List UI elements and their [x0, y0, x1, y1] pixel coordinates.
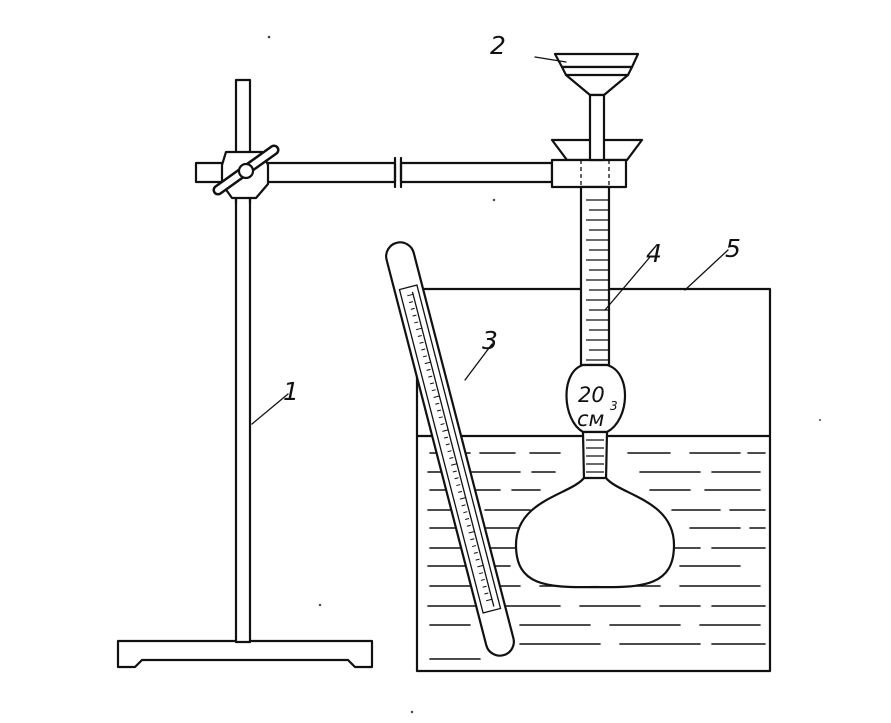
graduation-tick: [410, 307, 415, 310]
graduation-tick: [431, 389, 436, 392]
graduation-tick: [408, 301, 414, 304]
thermometer-graduations: [407, 293, 493, 602]
graduation-tick: [449, 456, 454, 459]
graduation-tick: [412, 314, 417, 317]
neck-graduations: [586, 199, 609, 361]
graduation-tick: [428, 375, 433, 378]
graduation-tick: [452, 470, 457, 473]
flask-volume: 20: [578, 383, 605, 407]
graduation-tick: [486, 598, 493, 602]
funnel-cone: [560, 65, 634, 97]
graduation-tick: [459, 497, 466, 500]
graduation-tick: [484, 592, 489, 595]
leader-lines: [251, 56, 729, 425]
graduation-tick: [442, 429, 449, 432]
flask-neck: [579, 185, 611, 367]
lab-stand: [116, 78, 554, 669]
graduation-tick: [482, 585, 487, 588]
graduation-tick: [440, 423, 445, 426]
flask-body: [514, 476, 676, 589]
thermometer-tube: [385, 241, 515, 657]
funnel-stem: [588, 93, 606, 162]
graduation-tick: [422, 355, 428, 358]
graduation-tick: [461, 504, 466, 507]
graduation-tick: [445, 443, 450, 446]
thermometer-scale: [398, 284, 502, 614]
flask-unit-power: 3: [610, 399, 618, 413]
graduation-tick: [470, 538, 475, 541]
graduation-tick: [419, 341, 424, 344]
clamp-screw: [212, 144, 280, 196]
graduation-tick: [429, 382, 435, 385]
graduation-tick: [457, 490, 463, 493]
label-pycnometer: 4: [646, 239, 662, 268]
label-thermometer: 3: [482, 326, 498, 355]
graduation-tick: [450, 463, 458, 466]
graduation-tick: [468, 531, 475, 534]
graduation-tick: [463, 511, 468, 514]
graduation-tick: [477, 564, 484, 568]
graduation-tick: [414, 321, 419, 324]
graduation-tick: [435, 402, 440, 405]
flask-holder-clamp: [550, 158, 628, 189]
graduation-tick: [454, 477, 459, 480]
label-funnel: 2: [490, 31, 506, 60]
graduation-tick: [447, 450, 452, 453]
label-bath: 5: [725, 234, 741, 263]
graduation-tick: [426, 368, 431, 371]
thermometer-capillary: [411, 291, 495, 607]
graduation-tick: [438, 416, 443, 419]
graduation-tick: [466, 524, 471, 527]
label-stand: 1: [283, 377, 299, 406]
flask-unit: см: [577, 407, 605, 431]
graduation-tick: [415, 327, 422, 331]
graduation-tick: [407, 293, 414, 297]
graduation-tick: [417, 334, 422, 337]
graduation-tick: [473, 551, 478, 554]
stand-rod: [234, 78, 252, 644]
funnel: [553, 52, 640, 162]
graduation-tick: [421, 348, 426, 351]
graduation-tick: [475, 558, 480, 561]
graduation-tick: [456, 484, 461, 487]
scan-specks: [267, 35, 821, 714]
lower-neck-graduations: [586, 439, 604, 473]
graduation-tick: [424, 361, 431, 365]
graduation-tick: [479, 572, 484, 575]
funnel-rim: [553, 52, 640, 69]
graduation-tick: [436, 409, 442, 412]
graduation-tick: [443, 436, 449, 439]
stand-base: [116, 639, 374, 669]
holder-arm-right: [399, 161, 554, 184]
graduation-tick: [480, 578, 485, 581]
thermometer: [385, 241, 515, 657]
graduation-tick: [433, 395, 440, 398]
graduation-tick: [472, 545, 477, 548]
pycnometer: 20 3 см: [514, 138, 676, 589]
graduation-tick: [464, 517, 470, 520]
